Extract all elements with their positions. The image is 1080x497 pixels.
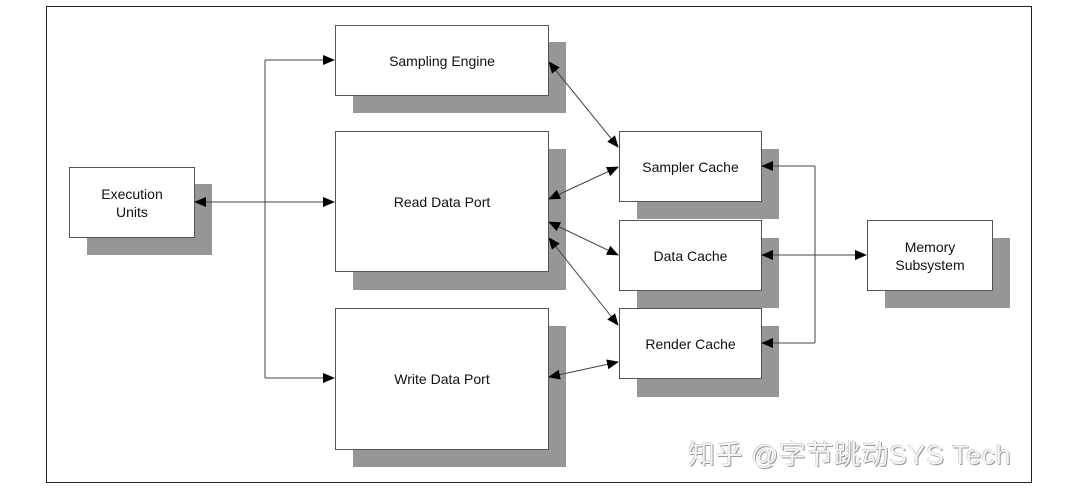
- sampler-cache-block: Sampler Cache: [619, 131, 762, 202]
- write-data-port-block: Write Data Port: [335, 308, 549, 450]
- arrow-read-render-cache: [548, 237, 619, 326]
- arrow-write-render-cache: [548, 359, 619, 380]
- memory-subsystem-block: Memory Subsystem: [867, 220, 993, 291]
- read-data-port-block: Read Data Port: [335, 131, 549, 272]
- diagram-frame: [46, 6, 1032, 483]
- watermark-text: 知乎 @字节跳动SYS Tech: [688, 440, 1011, 470]
- data-cache-block: Data Cache: [619, 220, 762, 291]
- execution-units-block: Execution Units: [69, 167, 195, 238]
- sampling-engine-block: Sampling Engine: [335, 25, 549, 96]
- arrow-read-sampler-cache: [548, 166, 619, 200]
- render-cache-block: Render Cache: [619, 308, 762, 379]
- arrow-read-data-cache: [548, 221, 619, 256]
- arrow-sampling-sampler-cache: [548, 61, 619, 148]
